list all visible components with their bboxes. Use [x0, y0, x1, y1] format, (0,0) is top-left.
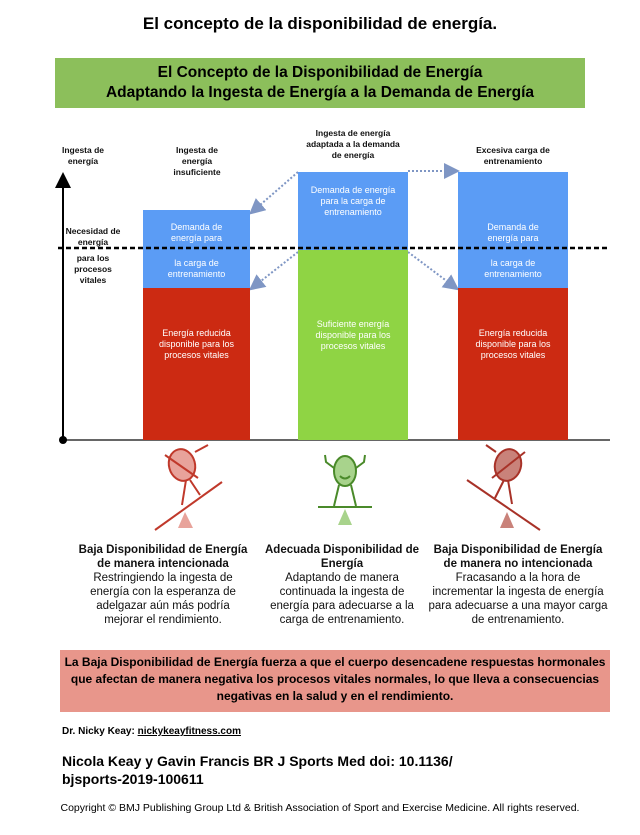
caption-text: Fracasando a la hora de incrementar la i…: [428, 572, 608, 626]
happy-figure-icon: [318, 454, 372, 525]
sufficient-energy-bar: Suficiente energía disponible para los p…: [298, 250, 408, 440]
arrow: [407, 251, 460, 291]
bar-text: la carga de entrenamiento: [484, 258, 542, 279]
caption-adequate: Adecuada Disponibilidad de Energía Adapt…: [262, 543, 422, 627]
caption-text: Adaptando de manera continuada la ingest…: [270, 572, 414, 626]
column-header: Excesiva carga de entrenamiento: [476, 145, 550, 166]
caption-title: Baja Disponibilidad de Energía de manera…: [433, 544, 603, 570]
bar-text: Suficiente energía disponible para los p…: [315, 318, 391, 351]
banner-line2: Adaptando la Ingesta de Energía a la Dem…: [105, 84, 535, 101]
bar-text: Demanda de energía para: [170, 222, 223, 243]
caption-title: Baja Disponibilidad de Energía de manera…: [78, 544, 248, 570]
need-label-2: para los procesos vitales: [74, 253, 112, 285]
reduced-energy-bar: Energía reducida disponible para los pro…: [458, 288, 568, 440]
bar-text: la carga de entrenamiento: [167, 258, 226, 279]
demand-bar: Demanda de energía para la carga de entr…: [458, 172, 568, 288]
bar-text: Energía reducida disponible para los pro…: [475, 327, 551, 360]
caption-title: Adecuada Disponibilidad de Energía: [265, 544, 419, 570]
caption-intentional: Baja Disponibilidad de Energía de manera…: [78, 543, 248, 627]
sad-figure-icon: [466, 444, 541, 531]
banner: El Concepto de la Disponibilidad de Ener…: [55, 58, 585, 108]
author: Dr. Nicky Keay: nickykeayfitness.com: [62, 726, 241, 737]
caption-text: Restringiendo la ingesta de energía con …: [90, 572, 236, 626]
diagram-lines: [55, 163, 610, 444]
arrow: [248, 251, 299, 291]
summary-box: La Baja Disponibilidad de Energía fuerza…: [60, 650, 610, 712]
copyright: Copyright © BMJ Publishing Group Ltd & B…: [60, 802, 580, 814]
reference: Nicola Keay y Gavin Francis BR J Sports …: [62, 753, 453, 787]
column-header: Ingesta de energía insuficiente: [173, 145, 221, 177]
demand-bar: Demanda de energía para la carga de entr…: [298, 172, 408, 250]
page-title: El concepto de la disponibilidad de ener…: [142, 14, 498, 33]
banner-line1: El Concepto de la Disponibilidad de Ener…: [157, 64, 483, 81]
reduced-energy-bar: Energía reducida disponible para los pro…: [143, 288, 250, 440]
author-name: Dr. Nicky Keay:: [62, 726, 138, 737]
bar-text: Energía reducida disponible para los pro…: [158, 327, 235, 360]
y-axis-label: Ingesta de energía: [61, 145, 105, 166]
bar-text: Demanda de energía para la carga de entr…: [310, 185, 396, 217]
bar-text: Demanda de energía para: [487, 222, 539, 243]
overlay: [58, 246, 610, 531]
sad-figure-icon: [154, 444, 223, 531]
author-link[interactable]: nickykeayfitness.com: [137, 726, 241, 737]
need-label: Necesidad de energía: [65, 226, 121, 247]
column-header: Ingesta de energía adaptada a la demanda…: [306, 128, 400, 160]
caption-unintentional: Baja Disponibilidad de Energía de manera…: [428, 543, 608, 627]
